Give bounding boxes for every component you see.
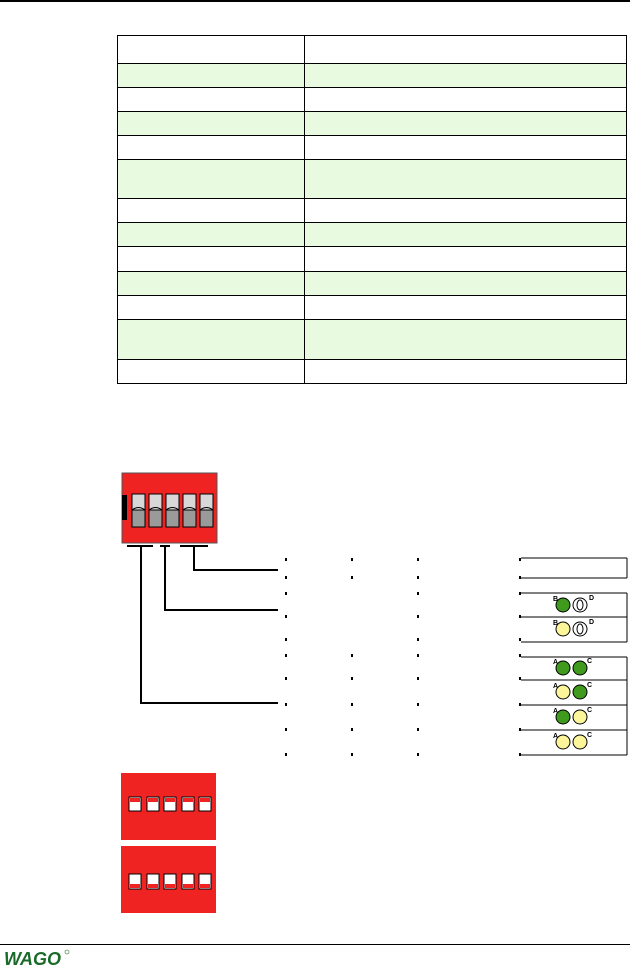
table-row: [117, 135, 627, 160]
footer-rule: [0, 944, 630, 945]
led-green-icon: [572, 684, 588, 700]
led-off-icon: [572, 597, 588, 613]
led-yellow-icon: [572, 734, 588, 750]
table-cell: [117, 222, 305, 247]
table-row: [117, 111, 627, 136]
led-label-d: D: [589, 619, 594, 626]
led-row-ac-4: A C: [553, 732, 592, 750]
led-label-c: C: [587, 732, 592, 739]
spec-table: [117, 35, 627, 384]
dip-switch-example-on: [121, 773, 216, 840]
led-row-bd-green: B D: [553, 595, 594, 613]
table-row: [117, 271, 627, 296]
led-label-a: A: [553, 659, 558, 666]
table-cell: [117, 87, 305, 112]
table-row: [117, 359, 627, 384]
led-label-c: C: [587, 682, 592, 689]
table-cell: [117, 63, 305, 88]
led-label-b: B: [553, 596, 558, 603]
dip-switch-example-off: [121, 846, 216, 913]
led-green-icon: [555, 597, 571, 613]
table-row: [117, 222, 627, 247]
led-label-c: C: [587, 658, 592, 665]
table-cell: [304, 359, 627, 384]
table-cell: [304, 295, 627, 320]
led-green-icon: [555, 660, 571, 676]
table-cell: [117, 35, 305, 64]
table-cell: [117, 111, 305, 136]
table-row: [117, 63, 627, 88]
led-off-icon: [572, 621, 588, 637]
table-cell: [304, 111, 627, 136]
led-row-bd-yellow: B D: [553, 619, 594, 637]
table-cell: [117, 271, 305, 296]
dip-switch-main[interactable]: [121, 472, 218, 544]
table-cell: [304, 35, 627, 64]
led-row-ac-3: A C: [553, 707, 592, 725]
table-cell: [117, 319, 305, 360]
table-cell: [304, 198, 627, 223]
led-yellow-icon: [555, 734, 571, 750]
table-cell: [304, 87, 627, 112]
led-row-ac-2: A C: [553, 682, 592, 700]
wago-logo-text: WAGO: [4, 949, 61, 969]
table-cell: [117, 159, 305, 199]
table-cell: [117, 359, 305, 384]
table-cell: [117, 246, 305, 272]
led-label-b: B: [553, 620, 558, 627]
wago-logo: WAGO: [4, 949, 70, 969]
table-cell: [304, 271, 627, 296]
led-yellow-icon: [572, 709, 588, 725]
led-green-icon: [572, 660, 588, 676]
led-label-a: A: [553, 683, 558, 690]
table-cell: [304, 159, 627, 199]
led-label-c: C: [587, 707, 592, 714]
led-yellow-icon: [555, 684, 571, 700]
table-row: [117, 246, 627, 272]
table-row: [117, 319, 627, 360]
led-boxes: [521, 557, 628, 756]
table-cell: [304, 319, 627, 360]
table-row: [117, 198, 627, 223]
table-row: [117, 295, 627, 320]
table-cell: [304, 63, 627, 88]
table-cell: [304, 135, 627, 160]
leader-lines: [127, 545, 278, 704]
table-cell: [304, 222, 627, 247]
table-cell: [304, 246, 627, 272]
table-cell: [117, 135, 305, 160]
led-label-a: A: [553, 733, 558, 740]
led-label-d: D: [589, 595, 594, 602]
table-row: [117, 87, 627, 112]
led-yellow-icon: [555, 621, 571, 637]
top-rule: [0, 0, 630, 2]
table-cell: [117, 295, 305, 320]
guide-dots: [285, 558, 521, 756]
led-row-ac-1: A C: [553, 658, 592, 676]
table-row: [117, 35, 627, 64]
table-row: [117, 159, 627, 199]
table-cell: [117, 198, 305, 223]
led-label-a: A: [553, 708, 558, 715]
led-green-icon: [555, 709, 571, 725]
